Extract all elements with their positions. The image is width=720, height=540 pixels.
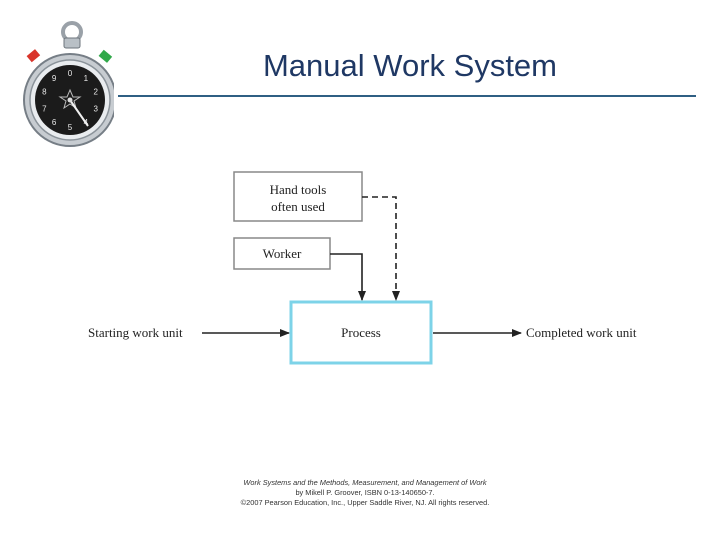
worker-label: Worker [263, 246, 302, 261]
starting-work-unit-label: Starting work unit [88, 325, 183, 340]
stopwatch-numeral: 0 [68, 69, 73, 78]
completed-work-unit-label: Completed work unit [526, 325, 637, 340]
stopwatch-numeral: 1 [84, 74, 89, 83]
caption-line-3: ©2007 Pearson Education, Inc., Upper Sad… [240, 498, 490, 507]
hand-tools-label-line1: Hand tools [270, 182, 327, 197]
process-box: Process [289, 300, 433, 365]
stopwatch-numeral: 6 [52, 118, 57, 127]
worker-box: Worker [233, 237, 331, 270]
stopwatch-numeral: 9 [52, 74, 57, 83]
process-label: Process [341, 325, 381, 340]
stopwatch-star [58, 88, 82, 110]
stopwatch-numeral: 8 [42, 88, 47, 97]
copyright-caption: Work Systems and the Methods, Measuremen… [200, 478, 530, 508]
stopwatch-numeral: 3 [93, 104, 98, 113]
caption-line-1: Work Systems and the Methods, Measuremen… [243, 478, 487, 487]
stopwatch-green-button [98, 49, 113, 63]
stopwatch-hand [69, 99, 89, 127]
stopwatch-icon: 0123456789 [23, 21, 114, 147]
stopwatch-numeral: 2 [93, 88, 98, 97]
stopwatch-numeral: 5 [68, 123, 73, 132]
hand-tools-dashed-arrow [362, 196, 400, 301]
stopwatch-red-button [26, 49, 41, 63]
stopwatch-crown [63, 37, 81, 49]
worker-arrow [330, 253, 366, 301]
stopwatch-pivot [67, 97, 73, 103]
stopwatch-numeral: 7 [42, 104, 47, 113]
slide-title: Manual Work System [262, 48, 557, 83]
title-underline [118, 95, 696, 97]
hand-tools-label-line2: often used [271, 199, 325, 214]
caption-line-2: by Mikell P. Groover, ISBN 0-13-140650-7… [295, 488, 435, 497]
hand-tools-box: Hand tools often used [233, 171, 363, 222]
